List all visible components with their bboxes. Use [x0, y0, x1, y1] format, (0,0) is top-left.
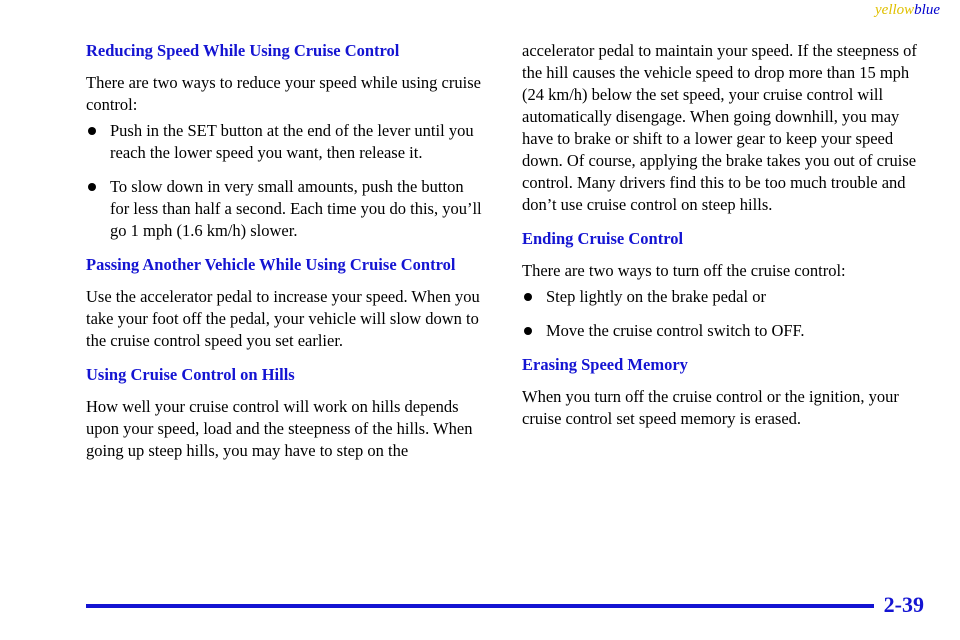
section-body-hills: How well your cruise control will work o… — [86, 397, 473, 460]
page-number: 2-39 — [883, 592, 924, 617]
section-heading-erasing: Erasing Speed Memory — [522, 355, 688, 374]
section-body-hills-continued: accelerator pedal to maintain your speed… — [522, 41, 917, 214]
list-item: Step lightly on the brake pedal or — [522, 286, 922, 308]
section-intro-reducing-speed: There are two ways to reduce your speed … — [86, 73, 481, 114]
color-tag-yellow: yellow — [875, 2, 915, 18]
bullet-icon — [88, 183, 96, 191]
section-heading-hills: Using Cruise Control on Hills — [86, 365, 295, 384]
color-tag: yellowblue — [875, 2, 940, 19]
list-item-text: Step lightly on the brake pedal or — [546, 287, 766, 306]
bullet-list-ending: Step lightly on the brake pedal or Move … — [522, 286, 922, 342]
section-intro-ending: There are two ways to turn off the cruis… — [522, 261, 846, 280]
section-heading-passing: Passing Another Vehicle While Using Crui… — [86, 255, 456, 274]
bullet-icon — [88, 127, 96, 135]
list-item-text: To slow down in very small amounts, push… — [110, 177, 482, 240]
right-column: accelerator pedal to maintain your speed… — [522, 40, 922, 442]
bullet-list-reducing-speed: Push in the SET button at the end of the… — [86, 120, 486, 242]
section-body-passing: Use the accelerator pedal to increase yo… — [86, 287, 480, 350]
section-heading-reducing-speed: Reducing Speed While Using Cruise Contro… — [86, 41, 400, 60]
bullet-icon — [524, 293, 532, 301]
color-tag-blue: blue — [914, 2, 940, 18]
section-heading-ending: Ending Cruise Control — [522, 229, 684, 248]
list-item: Push in the SET button at the end of the… — [86, 120, 486, 164]
list-item-text: Move the cruise control switch to OFF. — [546, 321, 805, 340]
bullet-icon — [524, 327, 532, 335]
list-item: Move the cruise control switch to OFF. — [522, 320, 922, 342]
section-body-erasing: When you turn off the cruise control or … — [522, 387, 899, 428]
footer-rule — [86, 604, 874, 608]
left-column: Reducing Speed While Using Cruise Contro… — [86, 40, 486, 474]
list-item-text: Push in the SET button at the end of the… — [110, 121, 474, 162]
list-item: To slow down in very small amounts, push… — [86, 176, 486, 242]
